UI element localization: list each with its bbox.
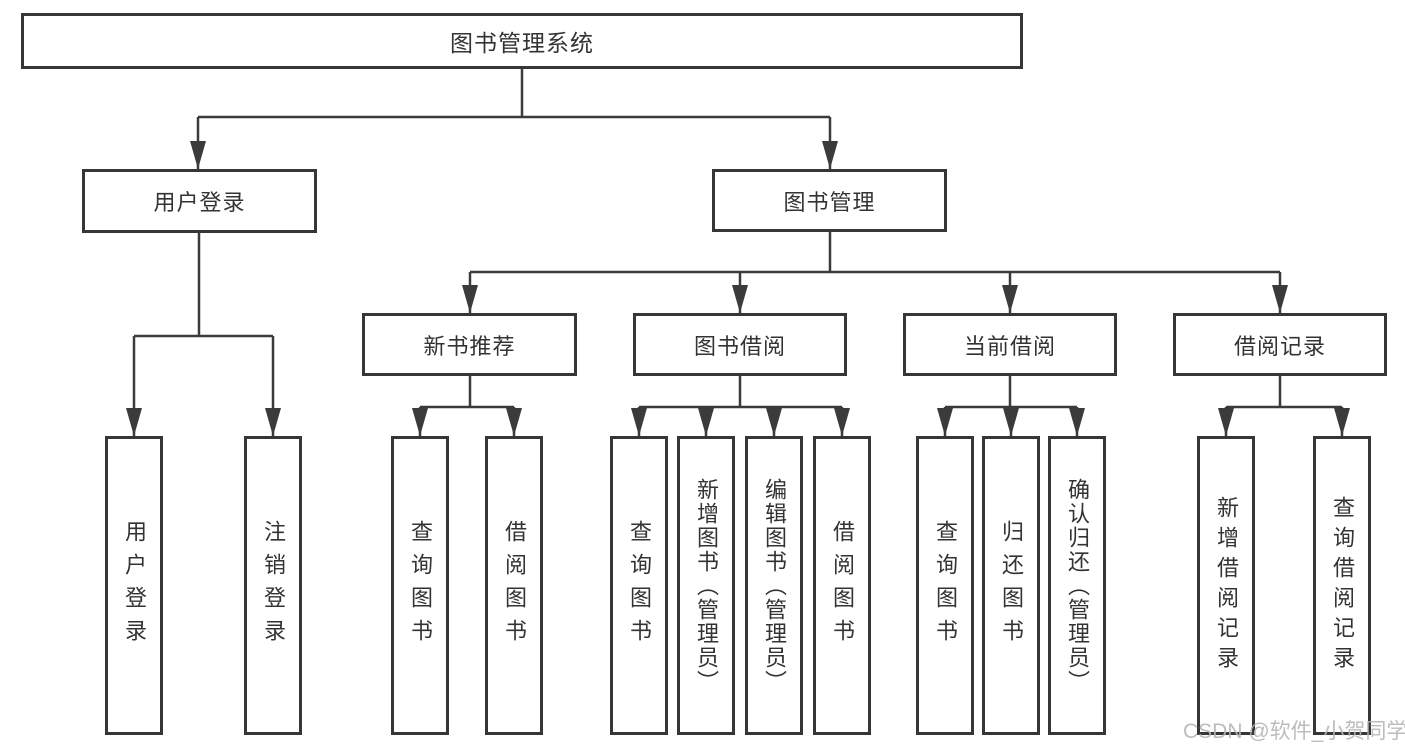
arrowhead-icon [631, 408, 647, 436]
leaf-edit-book-admin: 编辑图书（管理员） [745, 436, 803, 735]
leaf-logout: 注销登录 [244, 436, 302, 735]
arrowhead-icon [822, 141, 838, 169]
node-current-borrow: 当前借阅 [903, 313, 1117, 376]
leaf-query-books-current: 查询图书 [916, 436, 974, 735]
arrowhead-icon [1334, 408, 1350, 436]
leaf-add-book-admin: 新增图书（管理员） [677, 436, 735, 735]
arrowhead-icon [766, 408, 782, 436]
leaf-borrow-books-borrow: 借阅图书 [813, 436, 871, 735]
leaf-query-borrow-record: 查询借阅记录 [1313, 436, 1371, 735]
arrowhead-icon [1002, 285, 1018, 313]
leaf-user-login: 用户登录 [105, 436, 163, 735]
leaf-add-borrow-record: 新增借阅记录 [1197, 436, 1255, 735]
arrowhead-icon [506, 408, 522, 436]
arrowhead-icon [937, 408, 953, 436]
arrowhead-icon [834, 408, 850, 436]
arrowhead-icon [265, 408, 281, 436]
arrowhead-icon [1218, 408, 1234, 436]
watermark-csdn: CSDN @软件_小贺同学 [1183, 720, 1405, 743]
node-book-borrow: 图书借阅 [633, 313, 847, 376]
arrowhead-icon [732, 285, 748, 313]
node-book-management: 图书管理 [712, 169, 947, 232]
arrowhead-icon [412, 408, 428, 436]
node-borrow-records: 借阅记录 [1173, 313, 1387, 376]
node-library-system: 图书管理系统 [21, 13, 1023, 69]
leaf-query-books-borrow: 查询图书 [610, 436, 668, 735]
leaf-borrow-books-recommend: 借阅图书 [485, 436, 543, 735]
arrowhead-icon [1069, 408, 1085, 436]
arrowhead-icon [698, 408, 714, 436]
leaf-confirm-return-admin: 确认归还（管理员） [1048, 436, 1106, 735]
leaf-return-book: 归还图书 [982, 436, 1040, 735]
arrowhead-icon [126, 408, 142, 436]
node-user-login: 用户登录 [82, 169, 317, 233]
node-new-book-recommend: 新书推荐 [362, 313, 577, 376]
arrowhead-icon [1003, 408, 1019, 436]
arrowhead-icon [190, 141, 206, 169]
arrowhead-icon [462, 285, 478, 313]
arrowhead-icon [1272, 285, 1288, 313]
leaf-query-books-recommend: 查询图书 [391, 436, 449, 735]
